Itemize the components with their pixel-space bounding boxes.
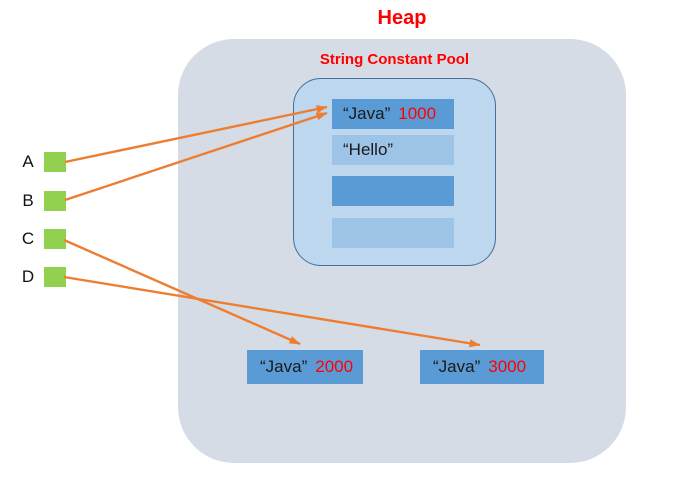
object-address: 2000 bbox=[315, 357, 354, 376]
string-constant-pool: “Java” 1000 “Hello” bbox=[293, 78, 496, 266]
heap-object-java-3000: “Java” 3000 bbox=[420, 350, 544, 384]
reference-d: D bbox=[18, 267, 66, 287]
pool-slot-empty-2 bbox=[332, 218, 454, 248]
slot-string-text: “Java” bbox=[343, 104, 391, 123]
heap-title: Heap bbox=[377, 7, 427, 29]
reference-a-square-icon bbox=[44, 152, 66, 172]
object-address: 3000 bbox=[488, 357, 527, 376]
slot-string-text: “Hello” bbox=[343, 140, 394, 159]
pool-slot-empty-1 bbox=[332, 176, 454, 206]
reference-c-label: C bbox=[21, 229, 35, 248]
heap-object-java-2000: “Java” 2000 bbox=[247, 350, 363, 384]
reference-b-label: B bbox=[22, 191, 34, 210]
reference-c: C bbox=[18, 229, 66, 249]
string-constant-pool-label: String Constant Pool bbox=[319, 51, 470, 68]
reference-c-square-icon bbox=[44, 229, 66, 249]
reference-b-square-icon bbox=[44, 191, 66, 211]
object-string-text: “Java” bbox=[433, 357, 481, 376]
reference-b: B bbox=[18, 191, 66, 211]
pool-slot-hello: “Hello” bbox=[332, 135, 454, 165]
pool-slot-java-1000: “Java” 1000 bbox=[332, 99, 454, 129]
slot-address: 1000 bbox=[398, 104, 437, 123]
reference-a: A bbox=[18, 152, 66, 172]
reference-d-square-icon bbox=[44, 267, 66, 287]
reference-a-label: A bbox=[22, 152, 34, 171]
reference-d-label: D bbox=[21, 267, 35, 286]
object-string-text: “Java” bbox=[260, 357, 308, 376]
